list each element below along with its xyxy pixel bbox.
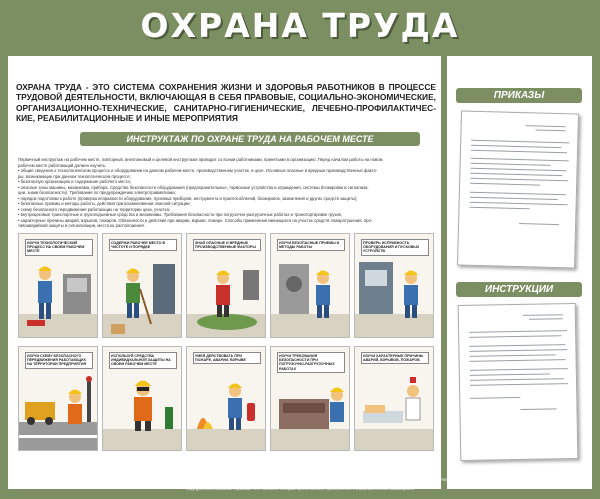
illustration-cell: Изучи характерные причины аварий, взрыво… xyxy=(354,346,434,451)
footer-products: ЗНАКИ БЕЗОПАСНОСТИ, СТЕНДЫ, ЖУРНАЛЫ, УДО… xyxy=(22,478,578,487)
illustration-cell: Изучи требования безопасности при погруз… xyxy=(270,346,350,451)
briefing-line: • безопасную организацию и содержание ра… xyxy=(18,179,131,184)
orders-heading: ПРИКАЗЫ xyxy=(456,88,582,103)
worker-illustration xyxy=(355,262,433,337)
briefing-line: • характерные причины аварий, взрывов, п… xyxy=(18,217,373,223)
briefing-line: • схему безопасного передвижения работаю… xyxy=(18,206,171,212)
cell-label: Изучи технологический процесс на своем р… xyxy=(25,239,93,256)
briefing-line: • общие сведения о технологическом проце… xyxy=(18,168,378,173)
worker-illustration xyxy=(271,387,349,450)
briefing-line: ры, возникающие при данном технологическ… xyxy=(18,173,131,179)
cell-label: Умей действовать при пожаре, аварии, взр… xyxy=(193,352,261,365)
instructions-heading: ИНСТРУКЦИИ xyxy=(456,282,582,297)
worker-illustration xyxy=(103,264,181,337)
illustration-cell: Изучи схему безопасного передвижения раб… xyxy=(18,346,98,451)
order-document xyxy=(456,110,580,269)
illustration-cell: Используй средства индивидуальной защиты… xyxy=(102,346,182,451)
illustration-cell: Содержи рабочее место в чистоте и порядк… xyxy=(102,233,182,338)
briefing-line: тивоаварийной защиты и сигнализации, мес… xyxy=(18,223,145,228)
illustration-grid: Изучи технологический процесс на своем р… xyxy=(18,233,436,483)
cell-label: Изучи характерные причины аварий, взрыво… xyxy=(361,352,429,365)
cell-label: Изучи схему безопасного передвижения раб… xyxy=(25,352,93,369)
cell-label: Используй средства индивидуальной защиты… xyxy=(109,352,177,369)
cell-label: Знай опасные и вредные производственные … xyxy=(193,239,261,252)
cell-label: Проверь исправность оборудования и пуско… xyxy=(361,239,429,256)
cell-label: Изучи требования безопасности при погруз… xyxy=(277,352,345,373)
worker-illustration xyxy=(271,264,349,337)
footer-copyright: Copyright© 2014, Компания «Практика» Тел… xyxy=(186,487,414,492)
briefing-line: Первичный инструктаж на рабочем месте, п… xyxy=(18,157,383,162)
illustration-cell: Изучи безопасные приемы и методы работы xyxy=(270,233,350,338)
worker-illustration xyxy=(19,376,97,450)
cell-label: Изучи безопасные приемы и методы работы xyxy=(277,239,345,252)
illustration-cell: Знай опасные и вредные производственные … xyxy=(186,233,266,338)
briefing-line: • опасные зоны машины, механизма, прибор… xyxy=(18,184,369,190)
briefing-text: Первичный инструктаж на рабочем месте, п… xyxy=(18,157,436,229)
footer: ЗНАКИ БЕЗОПАСНОСТИ, СТЕНДЫ, ЖУРНАЛЫ, УДО… xyxy=(8,478,592,492)
illustration-cell: Умей действовать при пожаре, аварии, взр… xyxy=(186,346,266,451)
illustration-cell: Проверь исправность оборудования и пуско… xyxy=(354,233,434,338)
worker-illustration xyxy=(187,270,265,337)
worker-illustration xyxy=(355,377,433,450)
briefing-line: ции, знаки безопасности). Требования по … xyxy=(18,190,176,195)
briefing-line: • безопасные приемы и методы работы, дей… xyxy=(18,201,191,206)
instruction-document xyxy=(457,302,579,462)
illustration-cell: Изучи технологический процесс на своем р… xyxy=(18,233,98,338)
poster-title: ОХРАНА ТРУДА xyxy=(140,6,460,45)
briefing-line: • внутрицеховые транспортные и грузоподъ… xyxy=(18,212,342,217)
worker-illustration xyxy=(187,383,265,450)
worker-illustration xyxy=(103,380,181,450)
briefing-line: • порядок подготовки к работе (проверка … xyxy=(18,195,358,201)
briefing-line: рабочем месте работающий должен изучить: xyxy=(18,162,107,168)
cell-label: Содержи рабочее место в чистоте и порядк… xyxy=(109,239,177,252)
intro-paragraph: ОХРАНА ТРУДА - ЭТО СИСТЕМА СОХРАНЕНИЯ ЖИ… xyxy=(16,82,436,124)
worker-illustration xyxy=(19,266,97,337)
briefing-heading: ИНСТРУКТАЖ ПО ОХРАНЕ ТРУДА НА РАБОЧЕМ МЕ… xyxy=(80,132,420,146)
